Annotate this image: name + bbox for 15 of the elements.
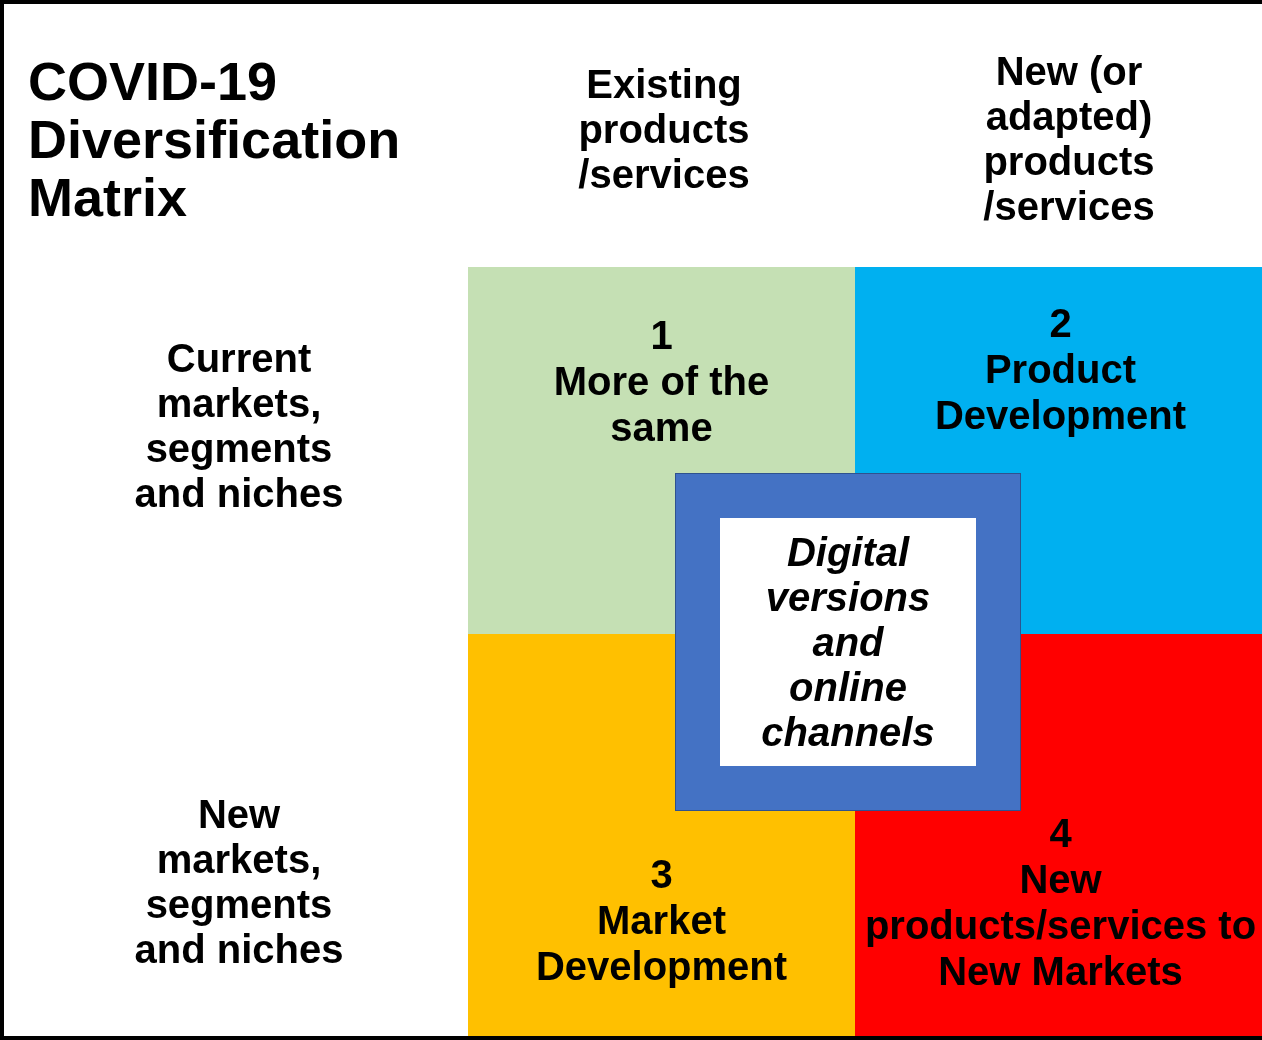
quadrant-title: Product Development xyxy=(933,346,1188,438)
row-header: Current markets, segments and niches xyxy=(133,336,345,516)
quadrant-title: Market Development xyxy=(534,897,789,989)
quadrant-number: 1 xyxy=(650,312,673,358)
quadrant-title: New products/services to New Markets xyxy=(863,856,1258,994)
quadrant-title: More of the same xyxy=(552,358,771,450)
quadrant-number: 3 xyxy=(650,851,673,897)
quadrant-number: 2 xyxy=(1049,300,1072,346)
quadrant-number: 4 xyxy=(1049,810,1072,856)
framed-box-overlay xyxy=(676,474,1020,810)
center-text: Digital versions and online channels xyxy=(760,529,936,755)
column-header: Existing products /services xyxy=(577,62,751,197)
row-header: New markets, segments and niches xyxy=(133,792,345,972)
column-header: New (or adapted) products /services xyxy=(982,49,1156,229)
diagram-title: COVID-19 Diversification Matrix xyxy=(28,52,402,226)
